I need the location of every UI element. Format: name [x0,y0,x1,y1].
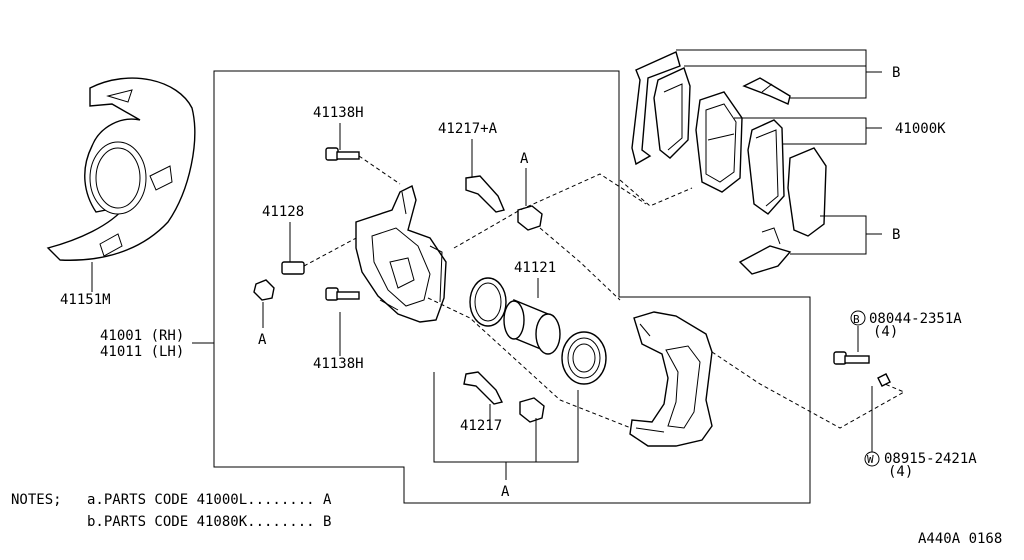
caliper-lh-part-number: 41011 (LH) [100,344,184,360]
bleeder-cap [253,279,275,301]
pin-bottom-part-number: 41217 [460,418,502,434]
pin-boot-lower [519,397,545,423]
pad-shim-inner [787,147,827,237]
ref-b-lower: B [892,227,900,243]
caliper-bolt-lower [325,287,360,301]
pad-shim-outer [631,51,681,166]
washer-callout-qty: (4) [888,464,913,480]
backing-plate [46,77,196,292]
ref-a-upper: A [520,151,529,167]
bleeder-screw [281,235,361,275]
washer-callout-letter: W [867,453,874,466]
bleeder-part-number: 41128 [262,204,304,220]
wear-indicator-clip-upper [742,77,791,105]
washer-callout-code: 08915-2421A [884,451,977,467]
pin-boot-upper [517,205,543,231]
piston-part-number: 41121 [514,260,556,276]
note-line-b: b.PARTS CODE 41080K........ B [87,514,331,530]
plate-part-number: 41151M [60,292,111,308]
piston [503,298,561,355]
wear-indicator-clip-lower [738,227,792,275]
bolt-callout-letter: B [853,313,860,326]
bolt-callout-code: 08044-2351A [869,311,962,327]
figure-code: A440A 0168 [918,531,1002,547]
caliper-body [355,184,447,323]
ref-a-bottom: A [501,484,510,500]
caliper-support-bracket [629,311,713,447]
pad-kit-part-number: 41000K [895,121,946,137]
guide-pin-lower [463,371,504,405]
caliper-rh-part-number: 41001 (RH) [100,328,184,344]
bracket-bolt-callout-badge: B [850,310,866,326]
caliper-assembly-frame [213,70,811,504]
piston-dust-boot [561,331,607,385]
notes-heading: NOTES; [11,492,62,508]
brake-pad-outer [653,67,691,159]
bolt-top-part-number: 41138H [313,105,364,121]
bracket-bolt [833,351,870,365]
bolt-bottom-part-number: 41138H [313,356,364,372]
piston-seal [469,277,507,327]
washer [877,373,891,387]
washer-callout-badge: W [864,451,880,467]
bolt-callout-qty: (4) [873,324,898,340]
ref-a-left: A [258,332,267,348]
anti-squeal-shim [695,91,743,193]
brake-pad-inner [747,119,785,215]
caliper-bolt-upper [325,147,401,185]
guide-pin-upper [465,175,505,213]
note-line-a: a.PARTS CODE 41000L........ A [87,492,332,508]
ref-b-upper: B [892,65,900,81]
pin-top-part-number: 41217+A [438,121,498,137]
